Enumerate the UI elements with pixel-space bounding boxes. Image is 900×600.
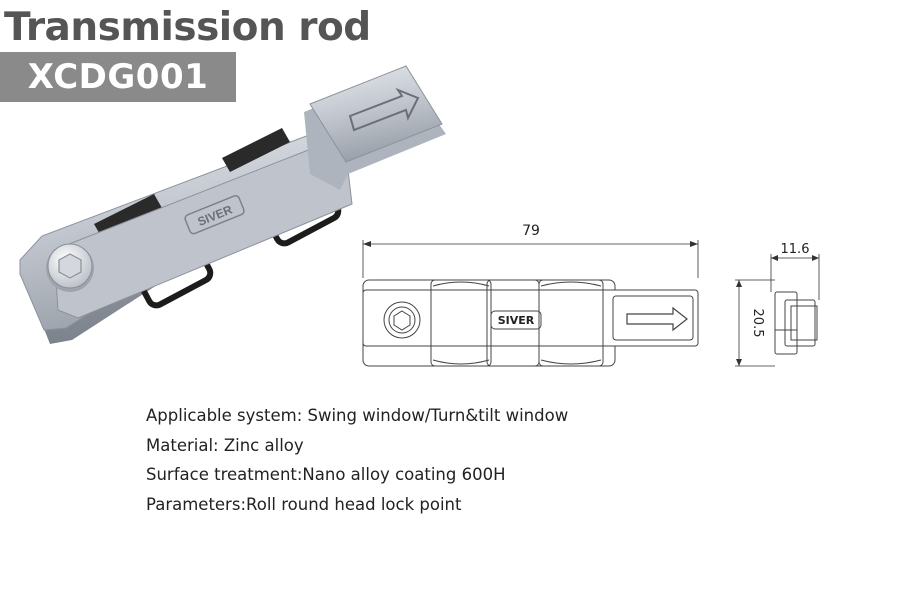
model-code-badge: XCDG001	[0, 52, 236, 102]
spec-parameters: Parameters:Roll round head lock point	[146, 494, 462, 514]
height-label: 20.5	[750, 309, 765, 338]
length-dimension: 79	[362, 223, 699, 278]
arrow-right-icon	[626, 306, 688, 332]
hex-bolt-icon	[46, 243, 94, 292]
slide-tab	[304, 65, 446, 190]
side-view	[774, 291, 818, 355]
spec-surface-treatment: Surface treatment:Nano alloy coating 600…	[146, 465, 506, 484]
depth-dimension: 11.6	[770, 242, 820, 300]
height-dimension: 20.5	[735, 279, 775, 367]
product-photo: SIVER	[19, 65, 446, 344]
spec-applicable-system: Applicable system: Swing window/Turn&til…	[146, 406, 569, 425]
product-title: Transmission rod	[4, 5, 371, 50]
front-view	[362, 279, 699, 367]
length-label: 79	[522, 223, 540, 239]
technical-drawing: 79 SIVER 11.6	[362, 223, 820, 367]
spec-list: Applicable system: Swing window/Turn&til…	[146, 401, 568, 519]
spec-material: Material: Zinc alloy	[146, 435, 304, 455]
drawing-brand-label: SIVER	[498, 314, 535, 327]
depth-label: 11.6	[781, 242, 810, 257]
arrow-right-icon	[348, 87, 420, 132]
